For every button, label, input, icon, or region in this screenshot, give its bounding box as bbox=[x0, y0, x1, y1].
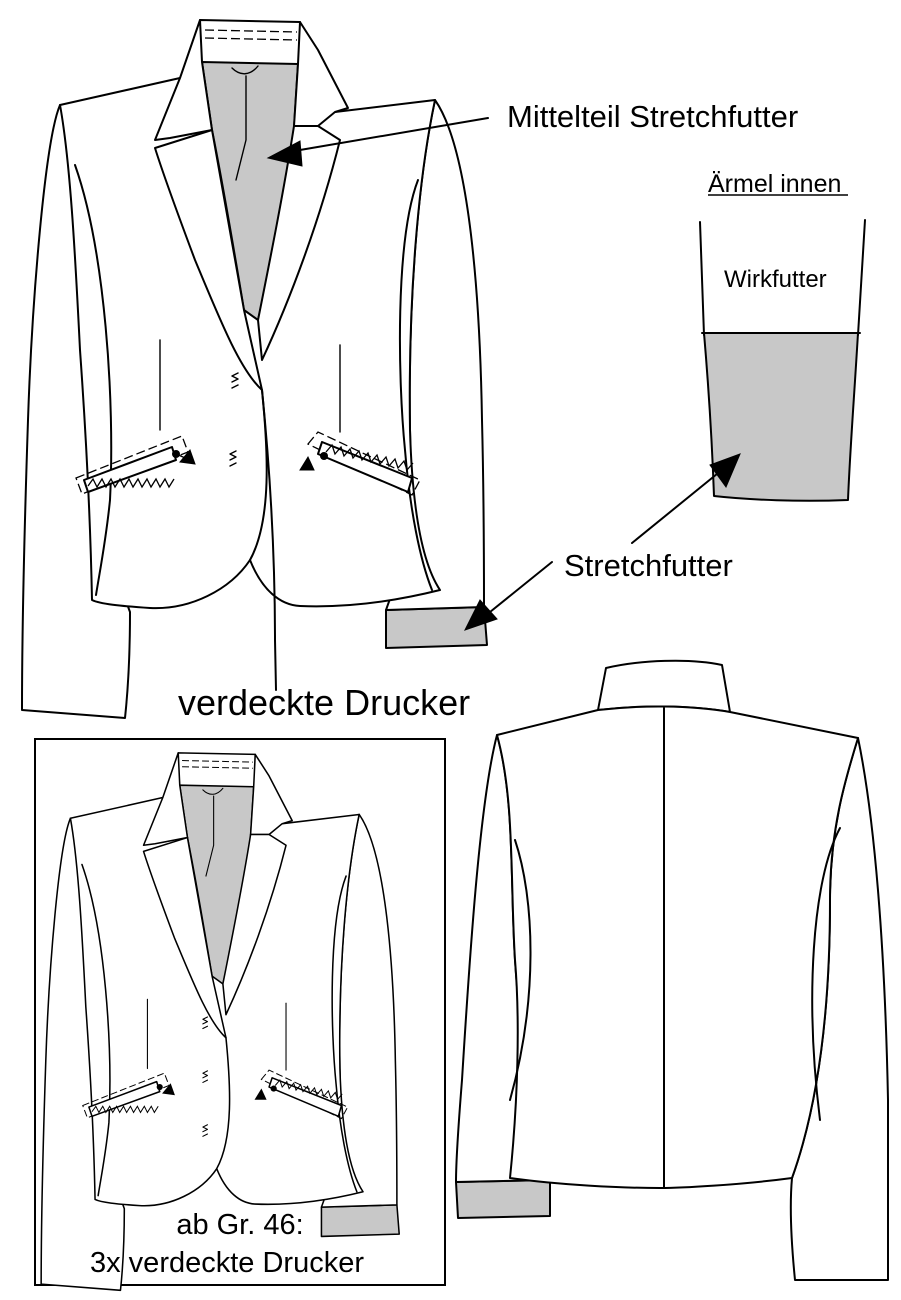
label-center-lining: Mittelteil Stretchfutter bbox=[507, 99, 798, 134]
jacket-front-large bbox=[21, 19, 553, 719]
lapel-left bbox=[154, 129, 263, 391]
jacket-back bbox=[455, 659, 889, 1281]
zipper-right bbox=[299, 431, 421, 496]
back-cuff-left bbox=[455, 1179, 551, 1219]
collar-right bbox=[293, 21, 349, 127]
sleeve-inside-detail bbox=[631, 194, 866, 544]
size-variant-box bbox=[34, 738, 446, 1292]
label-size-note-line2: 3x verdeckte Drucker bbox=[90, 1247, 364, 1279]
label-size-note-line1: ab Gr. 46: bbox=[176, 1209, 303, 1241]
label-stretch-lining: Stretchfutter bbox=[564, 548, 733, 583]
label-sleeve-inside-title: Ärmel innen bbox=[708, 170, 841, 198]
sleeve-stretch-lining bbox=[703, 332, 859, 502]
back-body bbox=[496, 705, 859, 1189]
back-collar bbox=[597, 659, 731, 713]
label-knit-lining: Wirkfutter bbox=[724, 266, 827, 293]
zipper-left bbox=[75, 435, 196, 495]
lapel-right bbox=[257, 125, 341, 361]
label-hidden-snaps: verdeckte Drucker bbox=[178, 682, 470, 723]
